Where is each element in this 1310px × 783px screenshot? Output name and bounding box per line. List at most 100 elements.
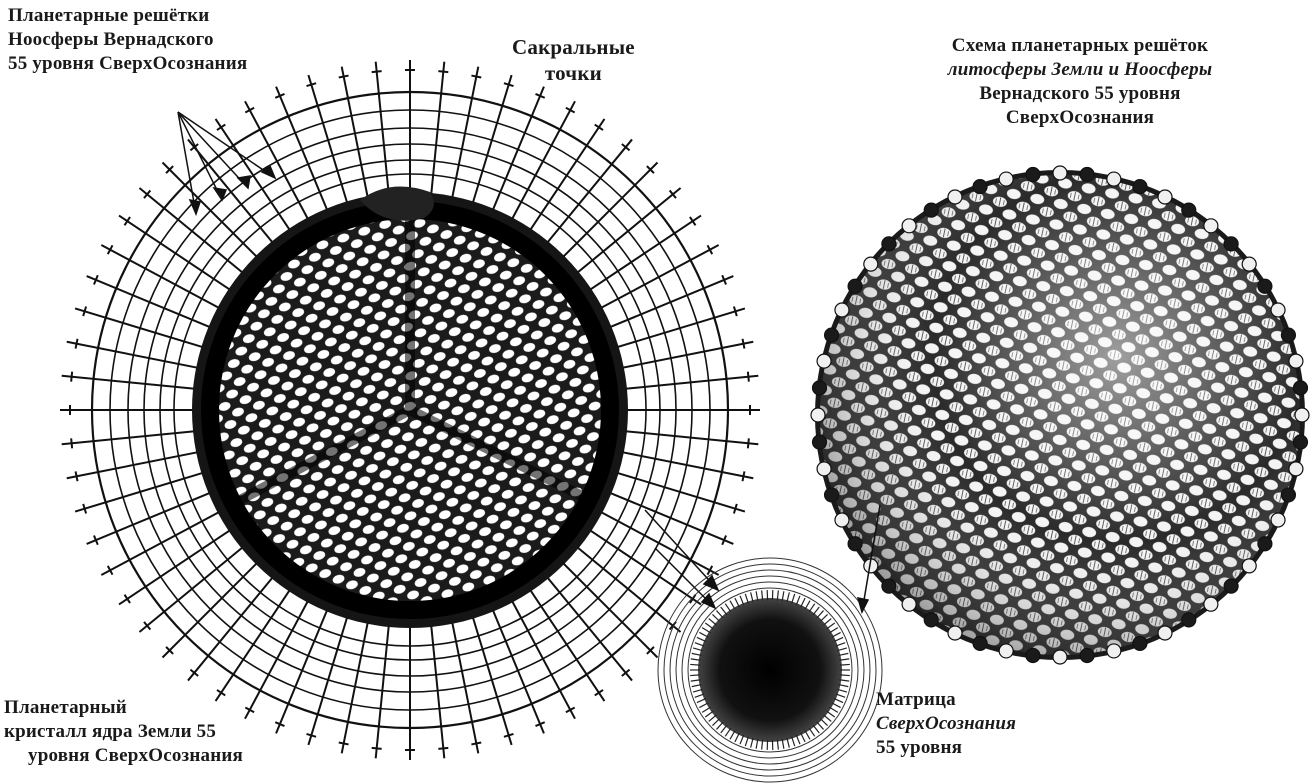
label-line: 55 уровня [876,736,1016,760]
grid-spike-tick [76,471,78,481]
label-line: Вернадского 55 уровня [880,82,1280,106]
grid-spike [67,342,199,368]
edge-bump [1026,168,1040,182]
grid-spike [576,188,680,274]
edge-bump [999,172,1013,186]
matrix-fringe-line [827,623,835,629]
matrix-fringe-line [817,611,824,618]
grid-spike [163,562,258,657]
matrix-fringe-line [834,698,843,702]
edge-bump [1053,166,1067,180]
edge-bump [1242,257,1256,271]
grid-spike [342,67,368,199]
edge-bump [948,626,962,640]
edge-bump [1182,203,1196,217]
edge-bump [848,279,862,293]
grid-spike [101,511,220,575]
grid-spike [511,101,575,220]
grid-spike-tick [125,217,131,225]
matrix-sphere [658,558,882,782]
matrix-fringe-line [817,722,824,729]
grid-spike [75,308,204,347]
matrix-fringe-line [721,725,727,733]
matrix-fringe-line [827,711,835,717]
label-noosphere-grids: Планетарные решётки Ноосферы Вернадского… [8,4,247,76]
matrix-fringe-line [705,711,713,717]
matrix-fringe-line [805,731,810,740]
edge-bump [882,237,896,251]
grid-spike-tick [742,339,744,349]
matrix-fringe-line [690,675,700,676]
grid-spike [245,600,309,719]
grid-spike [308,75,347,204]
matrix-fringe-line [730,601,735,610]
edge-bump [1107,172,1121,186]
matrix-fringe-line [716,611,723,618]
matrix-fringe-line [705,623,713,629]
matrix-fringe-line [712,719,719,726]
grid-spike [188,576,274,680]
grid-spike [452,67,478,199]
matrix-fringe-line [832,703,841,708]
matrix-fringe-line [796,596,800,605]
edge-bump [1289,462,1303,476]
matrix-fringe-line [721,607,727,615]
grid-spike [576,546,680,632]
edge-bump [1258,279,1272,293]
grid-spike-tick [504,734,514,737]
grid-spike [616,308,745,347]
edge-bump [1158,626,1172,640]
matrix-fringe-line [702,707,710,712]
label-line: СверхОсознания [880,106,1280,130]
edge-bump [1281,488,1295,502]
grid-spike [245,101,309,220]
matrix-fringe-line [735,598,739,607]
grid-spike-tick [690,217,696,225]
matrix-fringe-line [690,664,700,665]
matrix-fringe-line [829,707,837,712]
grid-spike [308,616,347,745]
grid-spike-tick [307,83,317,86]
edge-bump [948,190,962,204]
matrix-fringe-line [699,703,708,708]
grid-spike-tick [438,748,448,749]
grid-spike [600,245,719,309]
matrix-fringe-line [813,725,819,733]
grid-spike-tick [471,76,481,78]
label-line: Сакральные [512,34,635,60]
grid-spike-tick [76,339,78,349]
edge-bump [902,597,916,611]
grid-spike-tick [595,690,603,696]
edge-bump [999,644,1013,658]
grid-spike [562,562,657,657]
grid-spike-tick [217,125,225,131]
grid-spike-tick [471,742,481,744]
grid-spike [600,511,719,575]
edge-bump [1080,168,1094,182]
edge-bump [1242,559,1256,573]
matrix-fringe-line [809,728,815,736]
matrix-fringe-line [813,607,819,615]
edge-bump [973,636,987,650]
edge-bump [1026,648,1040,662]
matrix-fringe-line [709,619,717,625]
label-line: СверхОсознания [876,712,1016,736]
edge-bump [1271,513,1285,527]
matrix-fringe-line [840,664,850,665]
edge-bump [811,408,825,422]
matrix-fringe-line [824,619,832,625]
matrix-fringe-line [801,733,805,742]
matrix-fringe-line [740,735,744,744]
matrix-fringe-line [709,715,717,721]
grid-spike-tick [217,690,225,696]
matrix-fringe-line [740,596,744,605]
matrix-fringe-line [834,637,843,641]
grid-spike [511,600,575,719]
grid-spike-tick [595,125,603,131]
edge-bump [902,219,916,233]
edge-bump [1289,354,1303,368]
label-line: уровня СверхОсознания [4,744,243,768]
grid-spike [621,342,753,368]
matrix-fringe-line [809,604,815,612]
grid-spike-tick [83,504,86,514]
